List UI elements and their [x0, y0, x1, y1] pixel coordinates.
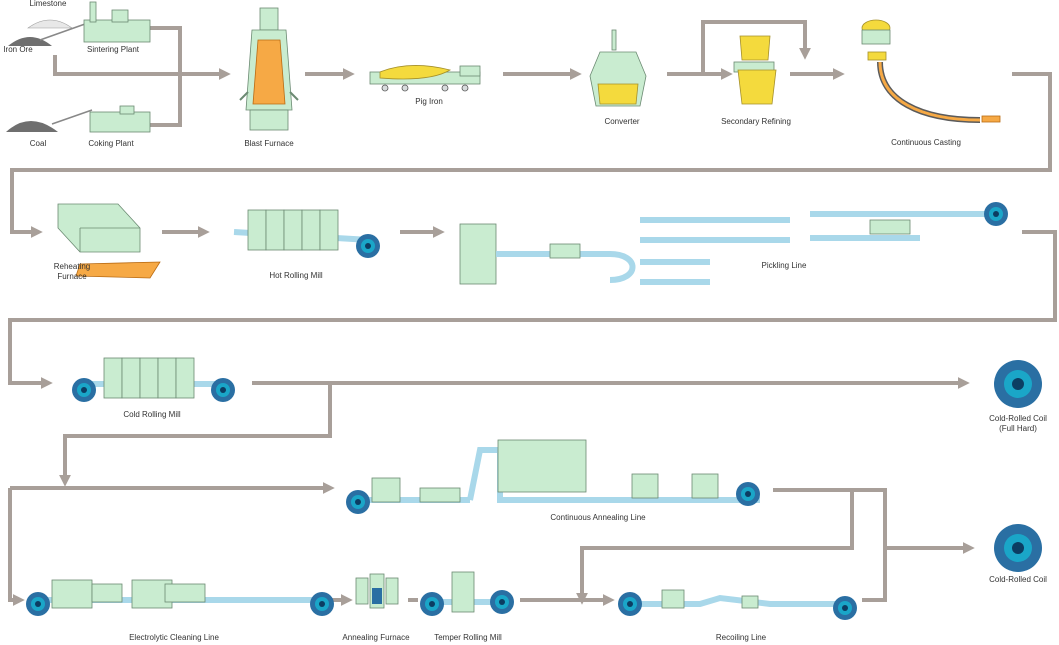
- label-blast-furnace: Blast Furnace: [244, 139, 294, 148]
- label-limestone: Limestone: [29, 0, 67, 8]
- label-hot-rolling-mill: Hot Rolling Mill: [269, 271, 323, 280]
- coal-pile: [6, 121, 58, 132]
- sintering-plant-icon: [39, 1, 151, 43]
- label-secondary-refining: Secondary Refining: [721, 117, 791, 126]
- flow-lines: [8, 20, 1057, 606]
- raw-materials-collector: [150, 26, 182, 127]
- label-cold-rolling-mill: Cold Rolling Mill: [123, 410, 181, 419]
- annealing-furnace-icon: [355, 573, 399, 609]
- label-continuous-casting: Continuous Casting: [891, 138, 961, 147]
- arrow-to-electrolytic: [8, 488, 25, 606]
- label-cold-rolled-coil-full-hard: Cold-Rolled Coil (Full Hard): [989, 414, 1047, 433]
- arrow-down-to-row4: [59, 383, 332, 487]
- label-coal: Coal: [29, 139, 47, 148]
- arrow-to-recoiling: [576, 490, 854, 605]
- cold-rolling-mill-icon: [72, 357, 235, 402]
- electrolytic-cleaning-line-icon: [26, 579, 334, 616]
- limestone-pile: [27, 19, 73, 29]
- converter-icon: [589, 29, 647, 107]
- hot-rolling-mill-icon: [233, 209, 380, 258]
- arrow-row1-to-row2: [10, 72, 1052, 238]
- label-recoiling-line: Recoiling Line: [715, 633, 767, 642]
- label-continuous-annealing-line: Continuous Annealing Line: [550, 513, 646, 522]
- cold-rolled-coil-full-hard-icon: [994, 360, 1042, 408]
- arrow-to-blast-furnace: [53, 55, 231, 80]
- blast-furnace-icon: [239, 7, 299, 131]
- label-iron-ore: Iron Ore: [3, 45, 33, 54]
- cold-rolled-coil-icon: [994, 524, 1042, 572]
- coking-plant-icon: [51, 105, 151, 133]
- continuous-annealing-line-icon: [346, 439, 760, 514]
- label-sintering-plant: Sintering Plant: [86, 45, 140, 54]
- label-converter: Converter: [604, 117, 640, 126]
- label-electrolytic-cleaning-line: Electrolytic Cleaning Line: [129, 633, 219, 642]
- reheating-furnace-icon: [57, 203, 161, 279]
- continuous-casting-icon: [861, 19, 1001, 123]
- pickling-line-icon: [459, 202, 1008, 285]
- arrow-bypass-refining: [667, 20, 811, 76]
- label-cold-rolled-coil: Cold-Rolled Coil: [989, 575, 1047, 584]
- label-annealing-furnace: Annealing Furnace: [342, 633, 410, 642]
- arrow-from-annealing-line: [773, 488, 887, 602]
- temper-rolling-mill-icon: [420, 571, 514, 616]
- arrow-row2-to-row3: [8, 230, 1057, 389]
- label-pig-iron: Pig Iron: [415, 97, 443, 106]
- secondary-refining-icon: [733, 35, 777, 105]
- label-reheating-furnace: Reheating Furnace: [53, 262, 91, 281]
- recoiling-line-icon: [618, 589, 857, 620]
- pig-iron-icon: [369, 65, 481, 92]
- label-pickling-line: Pickling Line: [761, 261, 807, 270]
- label-coking-plant: Coking Plant: [88, 139, 134, 148]
- label-temper-rolling-mill: Temper Rolling Mill: [434, 633, 502, 642]
